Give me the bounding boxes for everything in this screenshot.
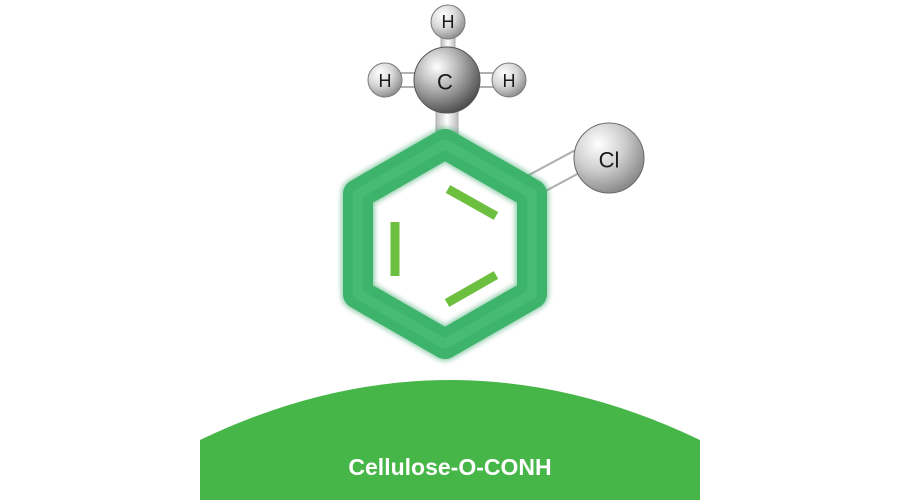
hydrogen-atom-right: H bbox=[491, 62, 527, 98]
svg-text:H: H bbox=[442, 12, 455, 32]
svg-text:H: H bbox=[379, 71, 392, 91]
svg-text:C: C bbox=[437, 70, 453, 95]
ring-double-bond-upper-right bbox=[445, 185, 499, 220]
hydrogen-atom-left: H bbox=[367, 62, 403, 98]
carbon-atom-methyl: C bbox=[413, 46, 481, 114]
cellulose-support-label: Cellulose-O-CONH bbox=[348, 454, 551, 480]
chlorine-atom: Cl bbox=[573, 122, 645, 194]
benzene-ring bbox=[341, 127, 549, 361]
svg-text:H: H bbox=[503, 71, 516, 91]
cellulose-support bbox=[200, 380, 700, 500]
ring-double-bond-lower-right bbox=[444, 271, 499, 307]
svg-text:Cl: Cl bbox=[599, 148, 620, 173]
hydrogen-atom-top: H bbox=[430, 4, 466, 40]
